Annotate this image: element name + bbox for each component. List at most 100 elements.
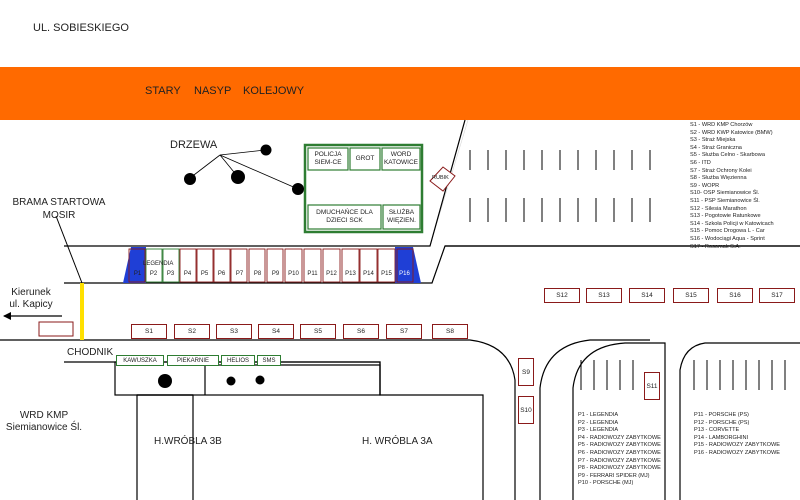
stand-s11: S11 xyxy=(644,372,660,400)
building-3b-label: H.WRÓBLA 3B xyxy=(154,436,222,447)
spot-p16: P16 xyxy=(399,271,410,277)
rubik-label: RUBIK xyxy=(432,175,449,181)
p-spots-outline xyxy=(128,248,414,283)
road-edge-lower xyxy=(64,361,381,395)
shop-piekarnie: PIEKARNIE xyxy=(167,355,219,366)
p-legend-item: P8 - RADIOWOZY ZABYTKOWE xyxy=(578,465,661,472)
stand-s13: S13 xyxy=(586,288,622,303)
stand-s6: S6 xyxy=(343,324,379,339)
tree-dot-3 xyxy=(255,375,265,385)
stand-s1: S1 xyxy=(131,324,167,339)
spot-p2: P2 xyxy=(149,271,158,277)
s-legend-item: S9 - WOPR xyxy=(690,182,720,189)
parking-lot-lines xyxy=(469,150,651,222)
wrd-label: WRD KMP Siemianowice Śl. xyxy=(5,410,83,433)
s-legend-item: S5 - Służba Celno - Skarbowa xyxy=(690,152,765,159)
p-legend-item: P9 - FERRARI SPIDER (MJ) xyxy=(578,472,650,479)
s-legend-item: S11 - PSP Siemianowice Śl. xyxy=(690,197,760,204)
p-legend-item: P14 - LAMBORGHINI xyxy=(694,434,749,441)
road-curve-right xyxy=(679,342,800,500)
hall-cell-grot: GROT xyxy=(355,155,375,162)
s-legend-item: S7 - Straż Ochrony Kolei xyxy=(690,167,752,174)
stand-s7: S7 xyxy=(386,324,422,339)
rubik-box xyxy=(429,166,456,192)
shop-kawuszka: KAWUSZKA xyxy=(116,355,164,366)
p-legend-item: P2 - LEGENDIA xyxy=(578,419,619,426)
blue-block-right xyxy=(395,247,421,283)
stand-s8: S8 xyxy=(432,324,468,339)
stand-s14: S14 xyxy=(629,288,665,303)
stand-s16: S16 xyxy=(717,288,753,303)
p-legend-item: P3 - LEGENDIA xyxy=(578,427,619,434)
road-curve-mid xyxy=(539,339,650,500)
s-legend-item: S2 - WRD KWP Katowice (BMW) xyxy=(690,129,773,136)
sidewalk-label: CHODNIK xyxy=(67,347,114,358)
s-legend-item: S3 - Straż Miejska xyxy=(690,137,736,144)
p-legend-item: P15 - RADIOWOZY ZABYTKOWE xyxy=(694,442,780,449)
s-legend: S1 - WRD KMP Chorzów S2 - WRD KWP Katowi… xyxy=(690,122,774,251)
start-gate-pointer xyxy=(55,215,83,284)
s-legend-item: S13 - Pogotowie Ratunkowe xyxy=(690,213,761,220)
shop-sms: SMS xyxy=(257,355,281,366)
spot-p3: P3 xyxy=(166,271,175,277)
p-legend-item: P13 - CORVETTE xyxy=(694,427,740,434)
orange-band xyxy=(0,67,800,120)
stand-s2: S2 xyxy=(174,324,210,339)
stand-s15: S15 xyxy=(673,288,709,303)
spot-p5: P5 xyxy=(200,271,209,277)
orange-band-word-1: STARY xyxy=(145,85,181,97)
spot-p8: P8 xyxy=(253,271,262,277)
p-legend-item: P16 - RADIOWOZY ZABYTKOWE xyxy=(694,449,780,456)
p-legend-item: P7 - RADIOWOZY ZABYTKOWE xyxy=(578,457,661,464)
spot-p6: P6 xyxy=(217,271,226,277)
s-legend-item: S10- OSP Siemianowice Śl. xyxy=(690,190,760,197)
p-legend-item: P12 - PORSCHE (PS) xyxy=(694,419,750,426)
road-curve-left xyxy=(0,339,516,500)
s-legend-item: S12 - Silesia Marathon xyxy=(690,205,747,212)
stand-s4: S4 xyxy=(258,324,294,339)
hall-building xyxy=(303,143,424,234)
spot-p12: P12 xyxy=(326,271,337,277)
hall-cell-dmuchance: DMUCHAŃCE DLA DZIECI SCK xyxy=(316,209,373,224)
building-3b-outline xyxy=(136,394,194,500)
shop-strip xyxy=(114,361,381,396)
s-legend-item: S6 - ITD xyxy=(690,159,711,166)
s-legend-item: S4 - Straż Graniczna xyxy=(690,144,742,151)
spot-p1: P1 xyxy=(133,271,142,277)
hall-cell-policja: POLICJA SIEM-CE xyxy=(314,151,342,166)
s-legend-item: S15 - Pomoc Drogowa L - Car xyxy=(690,228,765,235)
direction-arrowhead xyxy=(3,312,11,320)
s-legend-item: S16 - Wodociągi Aqua - Sprint xyxy=(690,235,765,242)
street-top-label: UL. SOBIESKIEGO xyxy=(33,22,129,34)
p-legend-left: P1 - LEGENDIA P2 - LEGENDIA P3 - LEGENDI… xyxy=(578,412,661,488)
p-legend-item: P5 - RADIOWOZY ZABYTKOWE xyxy=(578,442,661,449)
spot-p7: P7 xyxy=(235,271,244,277)
p-legend-item: P11 - PORSCHE (PS) xyxy=(694,412,749,418)
building-3a-outline xyxy=(204,364,484,500)
stand-s17: S17 xyxy=(759,288,795,303)
p-legend-item: P1 - LEGENDIA xyxy=(578,412,619,418)
trees-label: DRZEWA xyxy=(170,139,218,151)
trees xyxy=(184,144,304,195)
road-edge-mid xyxy=(64,245,800,284)
spot-p11: P11 xyxy=(307,271,318,277)
hall-inner-lines xyxy=(307,147,421,230)
start-gate-bar xyxy=(80,283,84,340)
stand-s9: S9 xyxy=(518,358,534,386)
stand-s3: S3 xyxy=(216,324,252,339)
direction-label: Kierunek ul. Kapicy xyxy=(9,287,53,310)
stand-s5: S5 xyxy=(300,324,336,339)
tree-dot-2 xyxy=(226,376,236,386)
p-legend-item: P6 - RADIOWOZY ZABYTKOWE xyxy=(578,449,661,456)
stand-s12: S12 xyxy=(544,288,580,303)
orange-band-word-3: KOLEJOWY xyxy=(243,85,305,97)
shop-helios: HELIOS xyxy=(221,355,255,366)
s-legend-item: S8 - Służba Więzienna xyxy=(690,175,747,182)
hall-cell-sluzba: SŁUŻBA WIĘZIEN. xyxy=(387,209,416,224)
s-legend-item: S14 - Szkoła Policji w Katowicach xyxy=(690,220,774,227)
start-gate-label: BRAMA STARTOWA MOSIR xyxy=(12,197,106,221)
spot-p14: P14 xyxy=(363,271,374,277)
p-legend-right: P11 - PORSCHE (PS) P12 - PORSCHE (PS) P1… xyxy=(694,412,780,458)
legendia-label: LEGENDIA xyxy=(143,261,174,267)
